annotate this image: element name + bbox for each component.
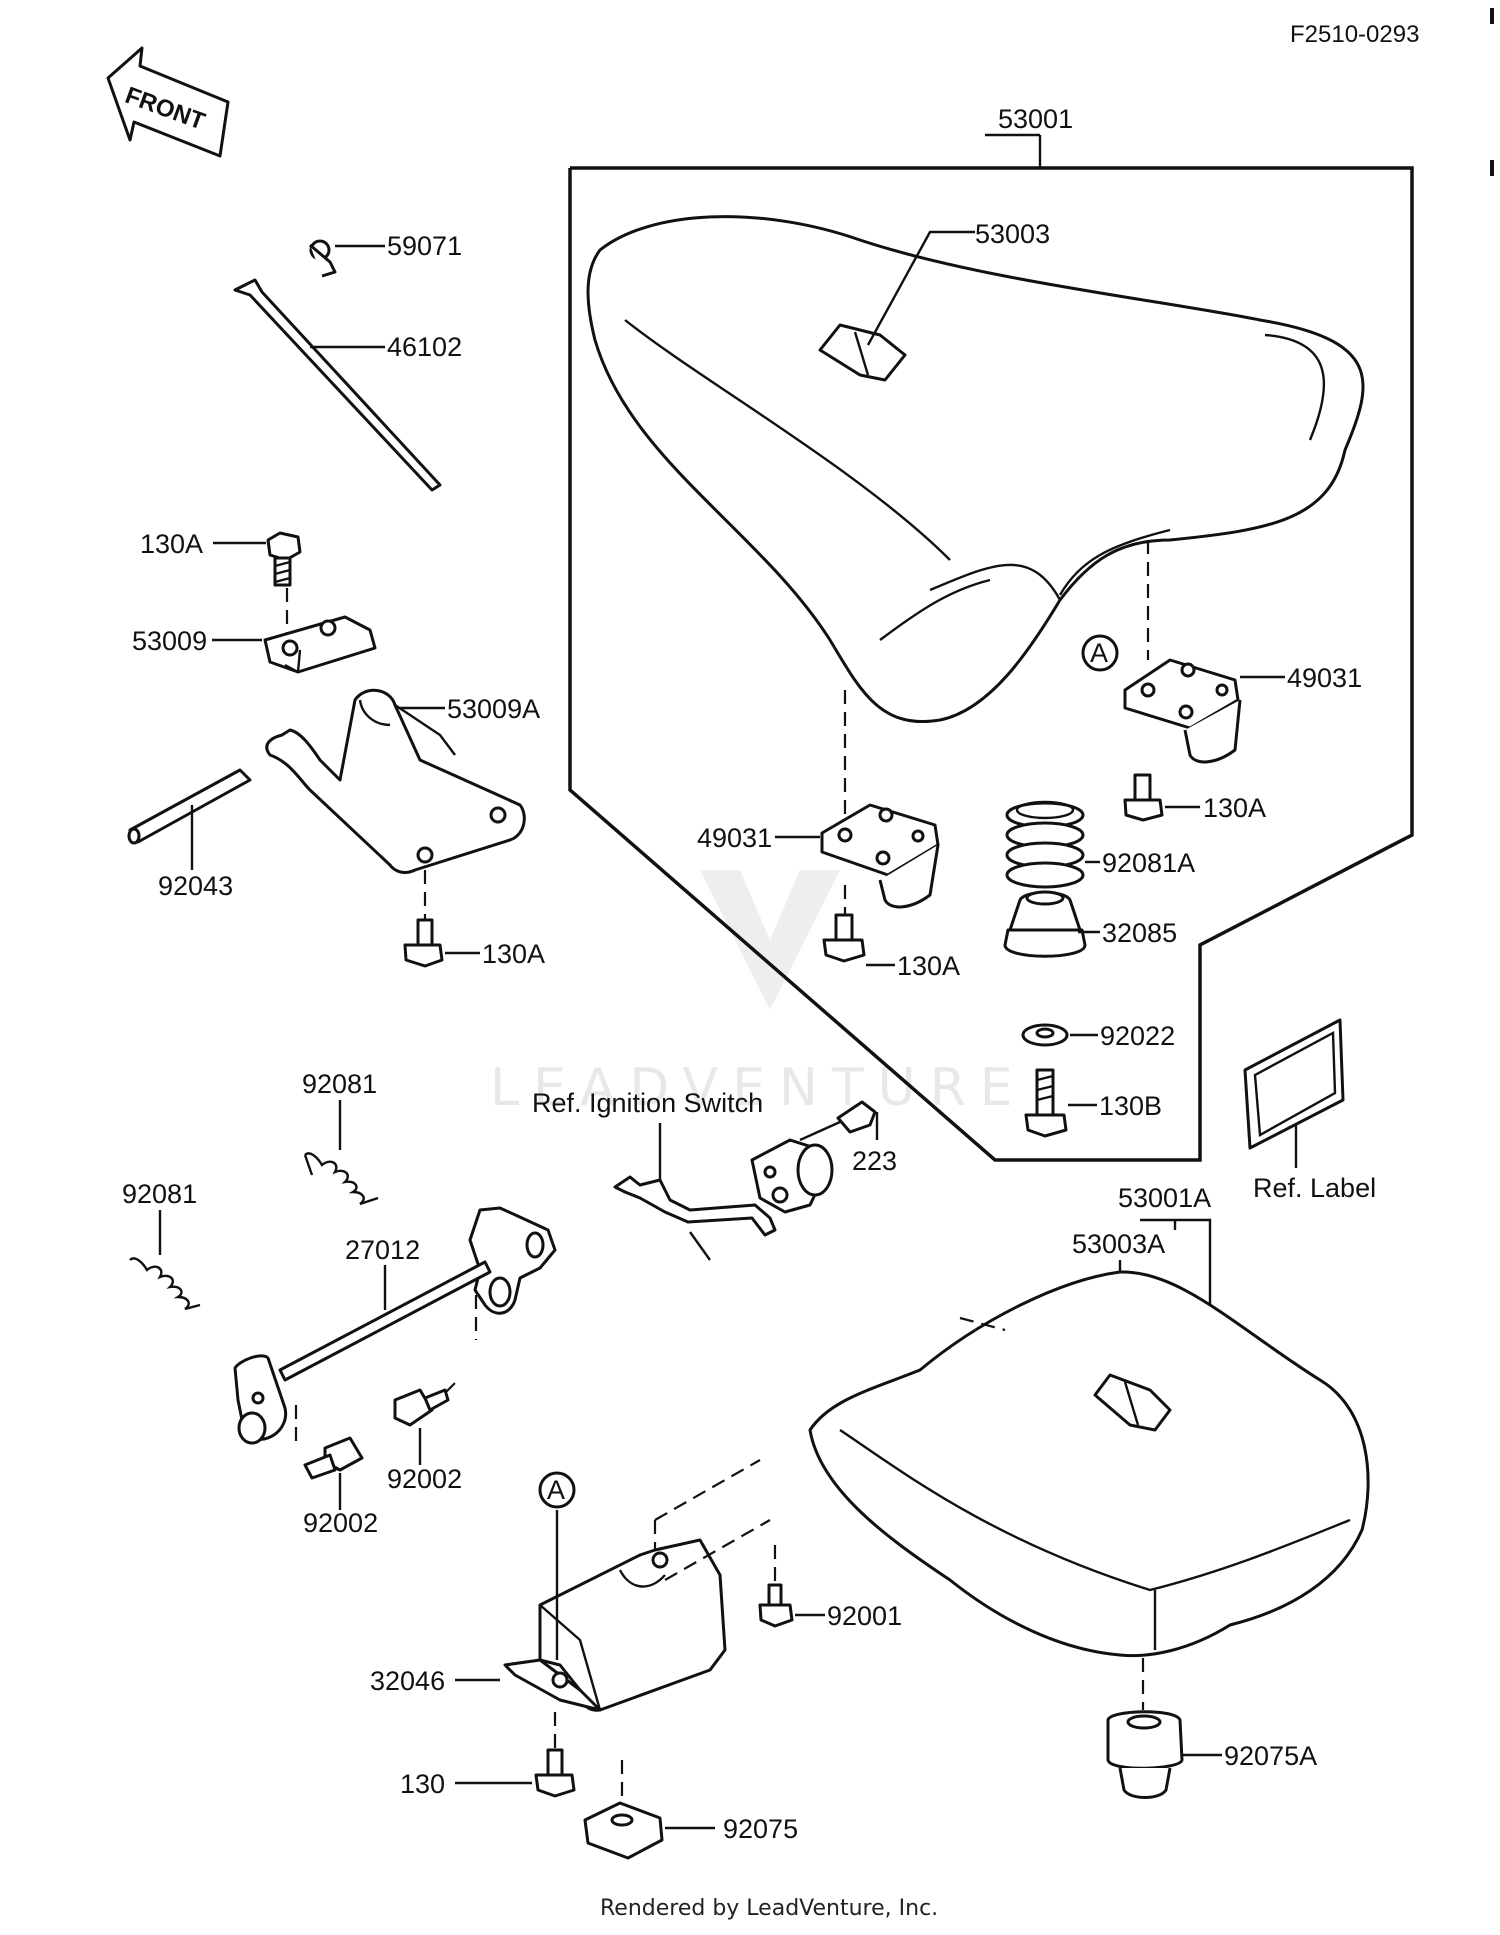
label-130B: 130B bbox=[1099, 1091, 1162, 1121]
label-a-top: A bbox=[1090, 638, 1108, 668]
footer-credit: Rendered by LeadVenture, Inc. bbox=[600, 1896, 938, 1921]
damper-32085 bbox=[1003, 890, 1087, 958]
label-53009: 53009 bbox=[132, 626, 207, 656]
margin-mark bbox=[1490, 8, 1494, 24]
bolt-130A-4 bbox=[822, 913, 866, 963]
bolt-130A-3 bbox=[1123, 773, 1164, 822]
seat-assembly-box bbox=[568, 166, 1414, 1162]
spring-92081-left bbox=[129, 1257, 201, 1311]
margin-mark bbox=[1490, 160, 1494, 176]
label-49031-left: 49031 bbox=[697, 823, 772, 853]
label-92075A: 92075A bbox=[1224, 1741, 1317, 1771]
bolt-130B bbox=[1024, 1068, 1068, 1138]
bolt-130A-1 bbox=[266, 531, 302, 587]
ref-a-circle-bottom bbox=[538, 1471, 576, 1509]
front-arrow-icon: FRONT bbox=[106, 46, 230, 158]
label-130A-3: 130A bbox=[1203, 793, 1266, 823]
seat-tab-53003A bbox=[1093, 1373, 1172, 1432]
label-49031-right: 49031 bbox=[1287, 663, 1362, 693]
label-92002-left: 92002 bbox=[303, 1508, 378, 1538]
label-130A-2: 130A bbox=[482, 939, 545, 969]
label-92022: 92022 bbox=[1100, 1021, 1175, 1051]
label-92081-top: 92081 bbox=[302, 1069, 377, 1099]
label-53001: 53001 bbox=[998, 104, 1073, 134]
label-130A-4: 130A bbox=[897, 951, 960, 981]
bracket-49031-right bbox=[1123, 658, 1242, 764]
label-32046: 32046 bbox=[370, 1666, 445, 1696]
ref-a-circle bbox=[1081, 634, 1119, 672]
label-223: 223 bbox=[852, 1146, 897, 1176]
rear-seat bbox=[808, 1270, 1370, 1658]
label-130: 130 bbox=[400, 1769, 445, 1799]
label-130A-1: 130A bbox=[140, 529, 203, 559]
label-27012: 27012 bbox=[345, 1235, 420, 1265]
label-53003A: 53003A bbox=[1072, 1229, 1165, 1259]
label-plate bbox=[1243, 1018, 1345, 1150]
ref-ignition-switch-text: Ref. Ignition Switch bbox=[532, 1088, 763, 1118]
bolt-130 bbox=[534, 1748, 576, 1798]
washer-92022 bbox=[1021, 1023, 1069, 1047]
label-53009A: 53009A bbox=[447, 694, 540, 724]
label-32085: 32085 bbox=[1102, 918, 1177, 948]
bracket-49031-left bbox=[820, 803, 940, 909]
lever-27012 bbox=[233, 1206, 557, 1445]
hinge-53009 bbox=[263, 615, 377, 674]
screw-92002-left bbox=[303, 1436, 364, 1480]
rod-46102 bbox=[233, 278, 442, 492]
label-92075: 92075 bbox=[723, 1814, 798, 1844]
pin-92043 bbox=[127, 768, 252, 845]
nut-92075 bbox=[583, 1801, 664, 1860]
bolt-130A-2 bbox=[403, 918, 444, 968]
label-46102: 46102 bbox=[387, 332, 462, 362]
bracket-32046 bbox=[503, 1538, 727, 1712]
label-92043: 92043 bbox=[158, 871, 233, 901]
clip-59071 bbox=[309, 239, 337, 278]
label-59071: 59071 bbox=[387, 231, 462, 261]
drawing-number: F2510-0293 bbox=[1290, 21, 1419, 48]
label-53001A: 53001A bbox=[1118, 1183, 1211, 1213]
screw-92002-right bbox=[393, 1377, 461, 1427]
spring-92081-top bbox=[303, 1152, 379, 1206]
label-92081-left: 92081 bbox=[122, 1179, 197, 1209]
label-a-bottom: A bbox=[547, 1475, 565, 1505]
ignition-switch bbox=[613, 1138, 834, 1261]
bolt-92001 bbox=[758, 1583, 794, 1628]
label-92002-right: 92002 bbox=[387, 1464, 462, 1494]
damper-92075A bbox=[1106, 1710, 1184, 1799]
screw-223 bbox=[799, 1100, 877, 1142]
label-92081A: 92081A bbox=[1102, 848, 1195, 878]
label-92001: 92001 bbox=[827, 1601, 902, 1631]
main-seat bbox=[586, 215, 1365, 723]
watermark-text: LEADVENTURE bbox=[490, 1058, 1027, 1118]
ref-label-text: Ref. Label bbox=[1253, 1173, 1376, 1203]
bracket-53009A bbox=[265, 689, 526, 874]
spring-92081A bbox=[1005, 800, 1085, 889]
seat-tab-53003 bbox=[818, 323, 907, 382]
label-53003: 53003 bbox=[975, 219, 1050, 249]
watermark: LEADVENTURE bbox=[490, 870, 1027, 1118]
